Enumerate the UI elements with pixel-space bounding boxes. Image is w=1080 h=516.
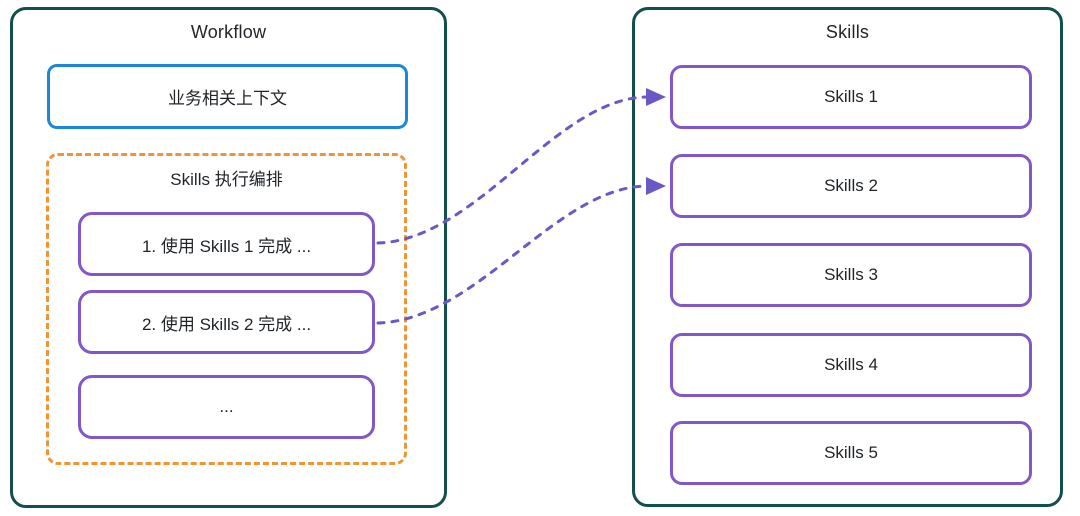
skill-box-5: Skills 5: [670, 421, 1032, 485]
step-label-2: 2. 使用 Skills 2 完成 ...: [141, 314, 312, 334]
skill-box-2: Skills 2: [670, 154, 1032, 218]
skill-label-3: Skills 3: [824, 265, 878, 284]
skill-box-1: Skills 1: [670, 65, 1032, 129]
skill-box-4: Skills 4: [670, 333, 1032, 397]
step-box-1: 1. 使用 Skills 1 完成 ...: [78, 212, 375, 276]
business-context-label: 业务相关上下文: [168, 89, 287, 108]
skill-label-4: Skills 4: [824, 355, 878, 374]
step-label-1: 1. 使用 Skills 1 完成 ...: [141, 236, 312, 256]
step-box-3: ...: [78, 375, 375, 439]
business-context-box: 业务相关上下文: [47, 64, 408, 129]
workflow-container: Workflow 业务相关上下文 Skills 执行编排 1. 使用 Skill…: [10, 7, 447, 508]
workflow-title: Workflow: [190, 22, 267, 42]
skill-label-2: Skills 2: [824, 176, 878, 195]
skill-box-3: Skills 3: [670, 243, 1032, 307]
skills-title: Skills: [825, 22, 870, 42]
skills-container: Skills Skills 1 Skills 2 Skills 3 Skills…: [632, 7, 1063, 507]
orchestration-group: Skills 执行编排 1. 使用 Skills 1 完成 ... 2. 使用 …: [46, 153, 407, 465]
step-label-3: ...: [219, 397, 234, 416]
orchestration-title: Skills 执行编排: [170, 170, 283, 189]
skill-label-1: Skills 1: [824, 87, 878, 106]
step-box-2: 2. 使用 Skills 2 完成 ...: [78, 290, 375, 354]
skill-label-5: Skills 5: [824, 443, 878, 462]
